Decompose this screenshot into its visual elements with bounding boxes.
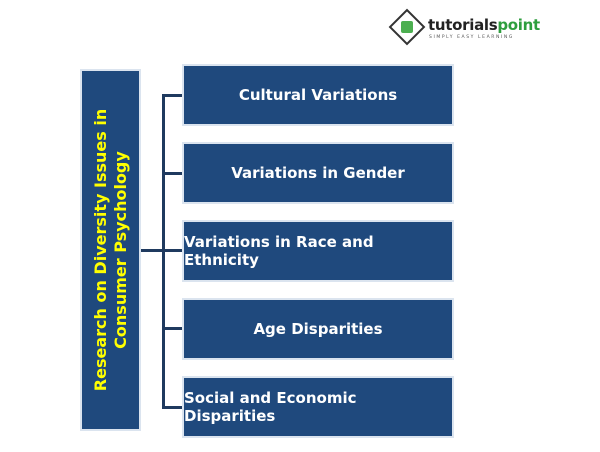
root-label: Research on Diversity Issues in Consumer… bbox=[90, 108, 130, 392]
root-node: Research on Diversity Issues in Consumer… bbox=[80, 69, 141, 431]
tutorialspoint-logo: tutorialspoint SIMPLY EASY LEARNING bbox=[388, 8, 540, 50]
branch-age-disparities: Age Disparities bbox=[182, 298, 454, 360]
logo-tagline: SIMPLY EASY LEARNING bbox=[429, 35, 514, 40]
branch-variations-gender: Variations in Gender bbox=[182, 142, 454, 204]
connector-branch bbox=[162, 249, 183, 252]
connector-branch bbox=[162, 172, 183, 175]
connector-branch bbox=[162, 94, 183, 97]
branch-cultural-variations: Cultural Variations bbox=[182, 64, 454, 126]
connector-branch bbox=[162, 327, 183, 330]
connector-root bbox=[141, 249, 164, 252]
logo-name: tutorialspoint bbox=[428, 16, 540, 34]
branch-social-economic-disparities: Social and Economic Disparities bbox=[182, 376, 454, 438]
logo-book-icon bbox=[401, 21, 413, 33]
branch-variations-race-ethnicity: Variations in Race and Ethnicity bbox=[182, 220, 454, 282]
connector-branch bbox=[162, 406, 183, 409]
